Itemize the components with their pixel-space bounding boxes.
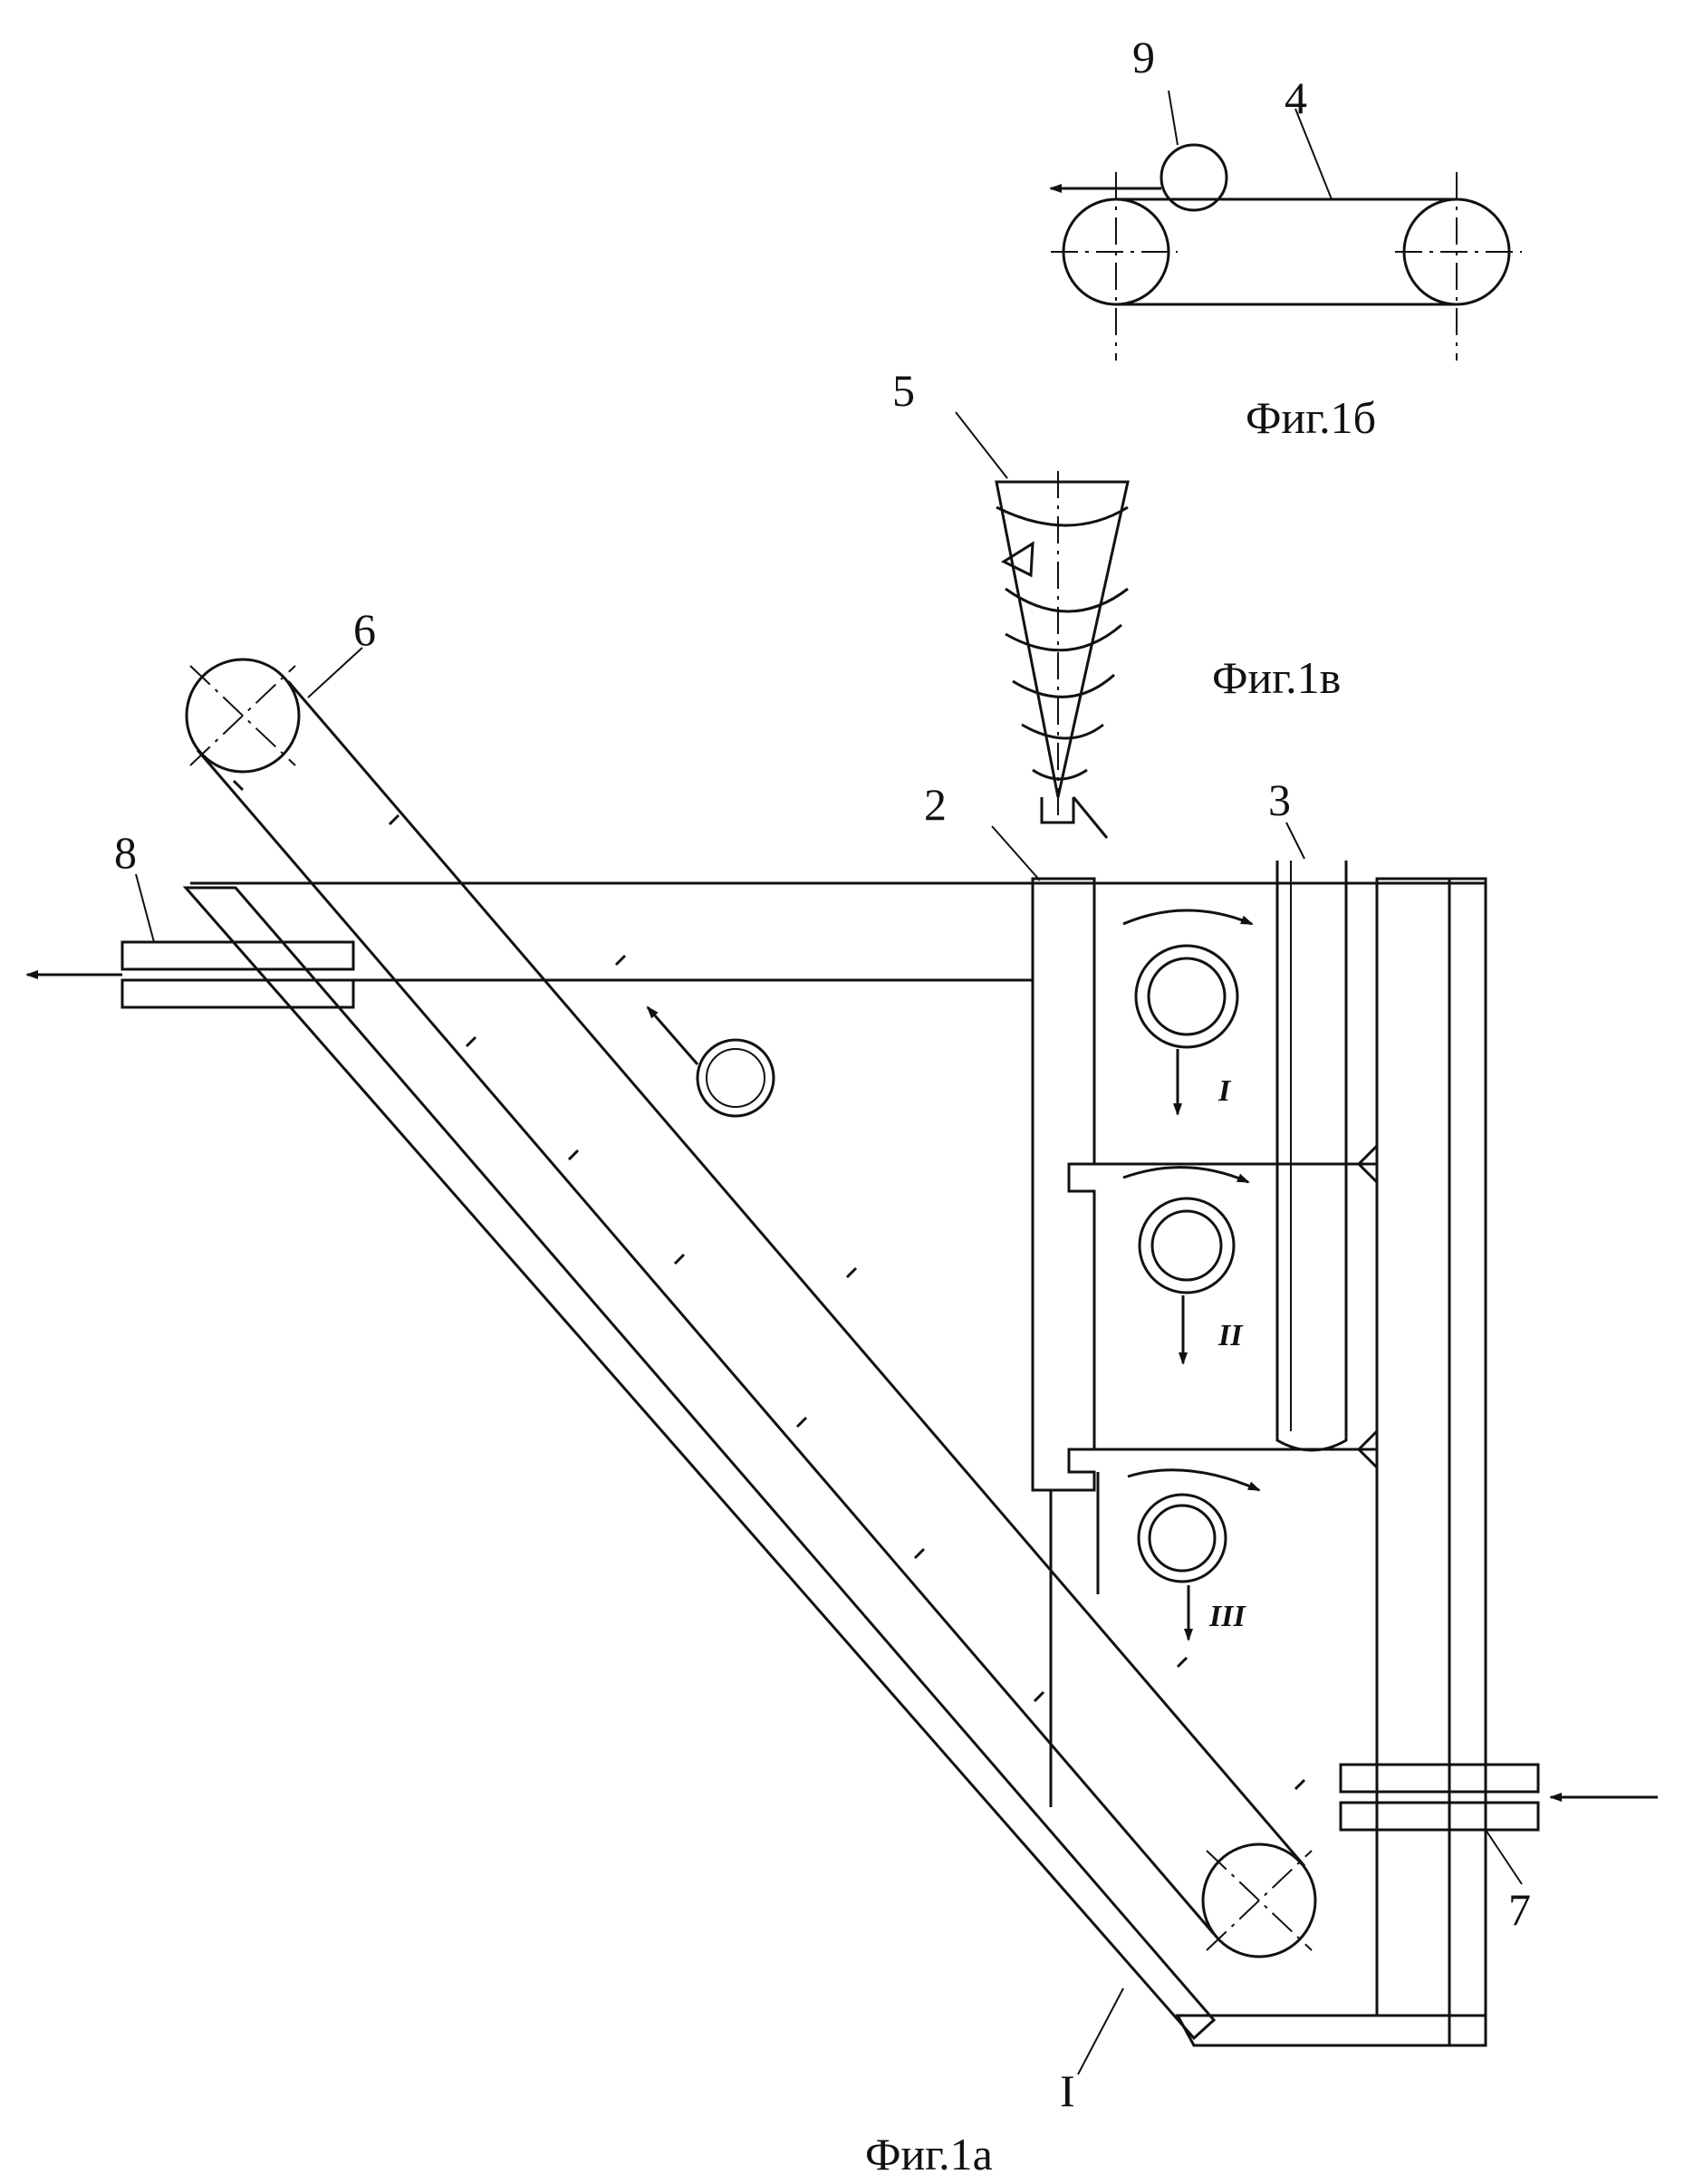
inlet-pipe-7-bottom bbox=[1341, 1803, 1538, 1830]
label-4: 4 bbox=[1285, 72, 1307, 123]
right-insulation bbox=[1377, 879, 1449, 2016]
label-6: 6 bbox=[353, 604, 376, 655]
zone-label-I: I bbox=[1217, 1074, 1232, 1108]
right-outer-wall bbox=[1449, 879, 1486, 2045]
label-2: 2 bbox=[924, 779, 947, 830]
inclined-wall bbox=[186, 888, 1214, 2038]
leader-3 bbox=[1286, 823, 1304, 859]
inlet-pipe-7-top bbox=[1341, 1765, 1538, 1792]
caption-fig1v: Фиг.1в bbox=[1212, 652, 1341, 703]
label-1: I bbox=[1060, 2065, 1075, 2116]
conveyor-direction-arrow bbox=[648, 1007, 698, 1064]
leader-6 bbox=[308, 648, 362, 698]
zone-label-II: II bbox=[1217, 1319, 1244, 1352]
label-8: 8 bbox=[114, 827, 137, 878]
label-5: 5 bbox=[892, 365, 915, 416]
caption-fig1a: Фиг.1а bbox=[865, 2129, 993, 2179]
bottom-wall bbox=[1178, 2016, 1486, 2045]
fig1a-apparatus bbox=[27, 648, 1658, 2074]
conveyor-lower-run bbox=[197, 750, 1214, 1934]
caption-fig1b: Фиг.1б bbox=[1246, 392, 1376, 443]
label-7: 7 bbox=[1508, 1884, 1531, 1935]
ball-on-conveyor bbox=[698, 1040, 774, 1116]
heater-tube-3 bbox=[1277, 861, 1346, 1450]
zone-label-III: III bbox=[1208, 1600, 1246, 1633]
zone-I-ball bbox=[1123, 910, 1252, 1114]
fig1b-belt-drawing bbox=[1051, 91, 1522, 361]
leader-9 bbox=[1169, 91, 1178, 145]
label-3: 3 bbox=[1268, 775, 1291, 825]
leader-1 bbox=[1078, 1988, 1123, 2074]
label-9: 9 bbox=[1132, 32, 1155, 82]
partition-insulation bbox=[1033, 879, 1094, 1490]
leader-7 bbox=[1486, 1830, 1522, 1884]
leader-2 bbox=[992, 826, 1040, 880]
leader-8 bbox=[136, 874, 154, 942]
fig1v-screw-drawing bbox=[956, 412, 1128, 838]
leader-5 bbox=[956, 412, 1007, 478]
conveyor-upper-run bbox=[288, 681, 1304, 1866]
